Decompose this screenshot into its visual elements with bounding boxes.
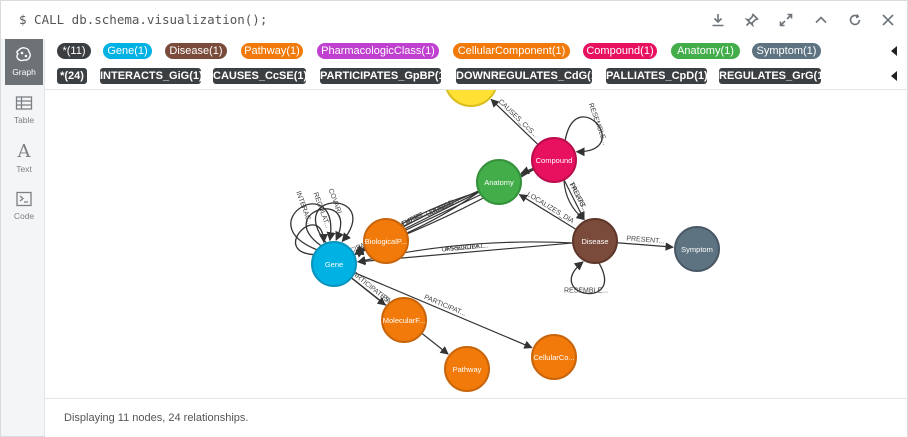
graph-self-relationship[interactable] xyxy=(305,208,344,247)
graph-relationship[interactable] xyxy=(354,272,533,349)
graph-node-molfunc[interactable]: MolecularF... xyxy=(381,297,427,343)
graph-node-label: CellularCo... xyxy=(533,353,574,362)
sidebar-item-label: Code xyxy=(13,211,35,221)
collapse-icon[interactable] xyxy=(804,5,838,35)
expand-icon[interactable] xyxy=(769,5,803,35)
graph-node-label: Gene xyxy=(325,260,343,269)
scroll-left-icon[interactable] xyxy=(891,71,897,81)
graph-relationship[interactable] xyxy=(518,194,577,230)
graph-node-gene[interactable]: Gene xyxy=(311,241,357,287)
graph-node-anatomy[interactable]: Anatomy xyxy=(476,159,522,205)
sidebar-item-label: Table xyxy=(13,115,35,125)
node-label-pharmacologic-class[interactable]: PharmacologicClass(1) xyxy=(317,43,439,59)
sidebar-item-label: Graph xyxy=(12,67,36,77)
node-label-anatomy[interactable]: Anatomy(1) xyxy=(671,43,740,59)
graph-relationship[interactable] xyxy=(490,98,539,146)
relationship-label: REGULAT... xyxy=(311,191,330,229)
graph-node-bioproc[interactable]: BiologicalP... xyxy=(363,218,409,264)
relationship-label: PARTICIPAT... xyxy=(423,294,467,318)
rel-type-palliates[interactable]: PALLIATES_CpD(1) xyxy=(606,68,708,84)
text-icon: A xyxy=(17,140,31,162)
table-icon xyxy=(15,96,33,110)
graph-node-label: Pathway xyxy=(453,365,482,374)
node-label-symptom[interactable]: Symptom(1) xyxy=(752,43,821,59)
relationship-label: RESEMBLE... xyxy=(587,102,609,146)
relationship-type-legend: *(24) INTERACTS_GiG(1) CAUSES_CcSE(1) PA… xyxy=(45,64,907,90)
rel-type-participates[interactable]: PARTICIPATES_GpBP(1) xyxy=(320,68,449,84)
node-label-legend: *(11) Gene(1) Disease(1) Pathway(1) Phar… xyxy=(45,39,907,65)
graph-node-sideeffect[interactable] xyxy=(445,90,497,107)
rel-type-causes[interactable]: CAUSES_CcSE(1) xyxy=(213,68,308,84)
graph-node-label: BiologicalP... xyxy=(365,237,407,246)
graph-self-relationship[interactable] xyxy=(570,261,606,295)
node-label-compound[interactable]: Compound(1) xyxy=(583,43,657,59)
node-label-disease[interactable]: Disease(1) xyxy=(165,43,227,59)
graph-relationship[interactable] xyxy=(563,179,585,221)
graph-node-cellcomp[interactable]: CellularCo... xyxy=(531,334,577,380)
rel-type-regulates[interactable]: REGULATES_GrG(1) xyxy=(719,68,827,84)
graph-node-label: Anatomy xyxy=(484,178,514,187)
code-icon xyxy=(16,191,32,207)
status-text: Displaying 11 nodes, 24 relationships. xyxy=(64,412,249,424)
graph-relationship[interactable] xyxy=(616,242,674,251)
graph-node-symptom[interactable]: Symptom xyxy=(674,226,720,272)
relationship-label: UPREGULAT... xyxy=(441,242,489,253)
sidebar-item-graph[interactable]: Graph xyxy=(5,39,43,85)
graph-node-disease[interactable]: Disease xyxy=(572,218,618,264)
graph-canvas[interactable]: CAUSES_CcS...RESEMBLE...TREATS...PALLIAT… xyxy=(45,90,907,398)
relationship-label: INTERAC... xyxy=(294,190,313,227)
rel-type-interacts[interactable]: INTERACTS_GiG(1) xyxy=(100,68,203,84)
graph-node-compound[interactable]: Compound xyxy=(531,137,577,183)
node-label-pathway[interactable]: Pathway(1) xyxy=(241,43,303,59)
sidebar-item-table[interactable]: Table xyxy=(5,87,43,133)
sidebar-item-label: Text xyxy=(16,163,32,174)
relationship-label: RESEMBLE... xyxy=(564,287,608,294)
refresh-icon[interactable] xyxy=(838,5,872,35)
download-icon[interactable] xyxy=(701,5,735,35)
graph-node-label: Symptom xyxy=(681,245,713,254)
graph-node-label: MolecularF... xyxy=(383,316,426,325)
node-label-gene[interactable]: Gene(1) xyxy=(103,43,152,59)
sidebar-item-code[interactable]: Code xyxy=(5,183,43,229)
relationship-label: ASSOCIAT... xyxy=(445,243,485,253)
graph-self-relationship[interactable] xyxy=(290,203,336,251)
status-bar: Displaying 11 nodes, 24 relationships. xyxy=(45,398,907,437)
relationship-label: CAUSES_CcS... xyxy=(497,98,539,139)
query-text[interactable]: $ CALL db.schema.visualization(); xyxy=(19,12,268,27)
relationship-label: PRESENT... xyxy=(626,235,665,245)
rel-type-downregulates[interactable]: DOWNREGULATES_CdG(1) xyxy=(456,68,601,84)
graph-node-pathway[interactable]: Pathway xyxy=(444,346,490,392)
graph-node-label: Compound xyxy=(536,156,573,165)
graph-icon xyxy=(16,47,31,62)
graph-self-relationship[interactable] xyxy=(564,116,603,157)
view-sidebar: Graph Table A Text Code xyxy=(1,39,45,436)
node-label-all[interactable]: *(11) xyxy=(57,43,91,59)
graph-self-relationship[interactable] xyxy=(294,224,328,256)
graph-relationship[interactable] xyxy=(520,166,534,175)
node-label-cellular-component[interactable]: CellularComponent(1) xyxy=(453,43,570,59)
pin-icon[interactable] xyxy=(735,5,769,35)
scroll-left-icon[interactable] xyxy=(891,46,897,56)
graph-node-label: Disease xyxy=(581,237,608,246)
sidebar-item-text[interactable]: A Text xyxy=(5,135,43,181)
rel-type-all[interactable]: *(24) xyxy=(57,68,87,84)
close-icon[interactable] xyxy=(871,5,905,35)
schema-graph[interactable]: CAUSES_CcS...RESEMBLE...TREATS...PALLIAT… xyxy=(45,90,907,398)
query-bar: $ CALL db.schema.visualization(); xyxy=(1,1,907,40)
